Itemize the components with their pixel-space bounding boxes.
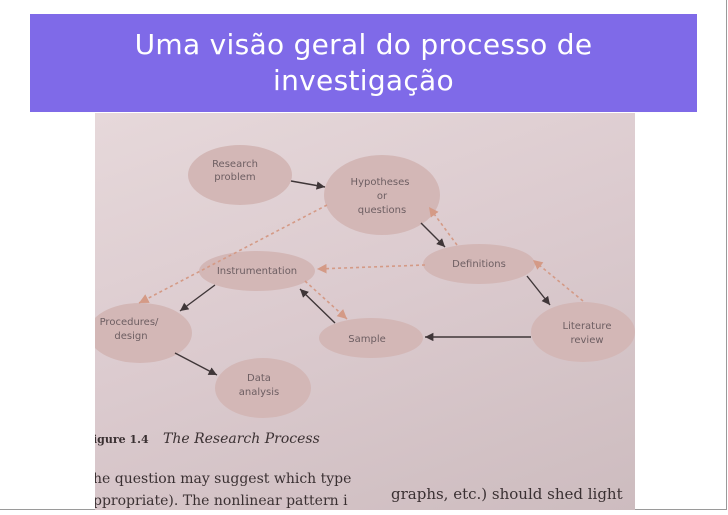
label-definitions: Definitions: [452, 259, 506, 270]
arrow-problem-to-hypotheses: [290, 180, 326, 190]
dotted-arrow-definitions-to-instrumentation: [316, 263, 426, 274]
label-data-analysis-2: analysis: [239, 387, 280, 398]
node-sample: [319, 318, 423, 358]
label-data-analysis: Data: [247, 373, 271, 384]
node-instrumentation: [199, 251, 315, 291]
arrow-instrumentation-to-procedures: [179, 284, 216, 312]
dotted-arrow-definitions-to-hypotheses: [428, 206, 458, 246]
label-hypotheses-or: or: [377, 191, 388, 202]
dotted-arrow-hypotheses-to-procedures: [138, 204, 328, 304]
node-research-problem: [188, 145, 292, 205]
node-data-analysis: [215, 358, 311, 418]
slide-title: Uma visão geral do processo de investiga…: [134, 28, 593, 97]
label-instrumentation: Instrumentation: [217, 266, 297, 277]
label-procedures-2: design: [114, 331, 147, 342]
arrow-sample-to-instrumentation: [299, 288, 336, 324]
label-literature-review: Literature: [563, 321, 612, 332]
arrow-procedures-to-analysis: [174, 352, 218, 376]
diagram-photo: Research problem Hypotheses or questions…: [95, 113, 635, 510]
figure-caption: The Research Process: [163, 431, 320, 447]
figure-number: igure 1.4: [95, 433, 149, 446]
label-sample: Sample: [348, 334, 386, 345]
label-research-problem: Research: [212, 159, 258, 170]
dotted-arrow-literature-to-definitions: [532, 259, 584, 302]
label-hypotheses: Hypotheses: [351, 177, 410, 188]
label-literature-review-2: review: [570, 335, 603, 346]
node-definitions: [423, 244, 535, 284]
title-bar: Uma visão geral do processo de investiga…: [30, 14, 697, 112]
research-process-diagram: Research problem Hypotheses or questions…: [95, 145, 635, 509]
body-text-line-1: he question may suggest which type: [95, 471, 351, 487]
node-hypotheses: [324, 155, 440, 235]
arrow-definitions-to-literature: [526, 275, 551, 306]
node-procedures: [95, 303, 192, 363]
body-text-line-2: ppropriate). The nonlinear pattern i: [95, 493, 348, 509]
node-literature-review: [531, 302, 635, 362]
label-hypotheses-questions: questions: [358, 205, 406, 216]
body-text-right: graphs, etc.) should shed light: [391, 485, 623, 503]
label-research-problem-2: problem: [214, 172, 255, 183]
arrow-hypotheses-to-definitions: [420, 222, 446, 248]
label-procedures: Procedures/: [100, 317, 159, 328]
